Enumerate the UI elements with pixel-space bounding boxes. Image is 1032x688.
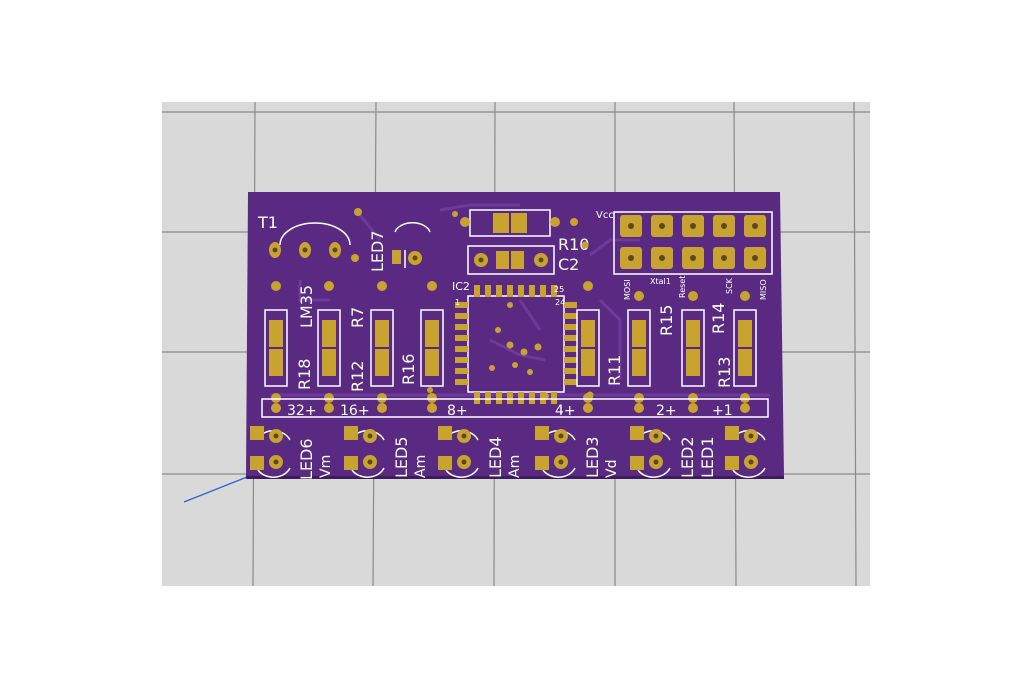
bit-bar-pads: [271, 403, 750, 413]
led5-component: [344, 426, 385, 478]
pcb-board[interactable]: T1 LED7 R10: [246, 192, 784, 480]
miso-label: MISO: [759, 279, 768, 300]
c2-label: C2: [558, 255, 579, 274]
bit-1-label: +1: [712, 403, 733, 419]
r15-label: R15: [657, 305, 676, 336]
sck-label: SCK: [725, 277, 734, 294]
vcc-label: Vcc: [596, 210, 614, 221]
led7-label: LED7: [368, 230, 387, 272]
resistor-r18: [264, 281, 288, 403]
led5-label: LED5: [392, 436, 411, 478]
bit-weight-bar: [261, 398, 769, 418]
r16-label: R16: [399, 354, 418, 385]
bit-8-label: 8+: [447, 403, 468, 419]
led1-component: [725, 426, 766, 478]
r10-label: R10: [558, 235, 589, 254]
led2-label: LED2: [678, 436, 697, 478]
reset-label: Reset: [678, 276, 687, 298]
resistor-r13: [733, 291, 757, 403]
led4-component: [438, 426, 479, 478]
ic2-pin24-label: 24: [555, 298, 565, 307]
ic2-pads-right: [564, 302, 577, 385]
t1-transistor: [269, 222, 351, 258]
ic2-pads-left: [455, 302, 468, 385]
grid-line: [853, 102, 857, 586]
pcb-3d-view: T1 LED7 R10: [162, 102, 870, 586]
lm35-label: LM35: [297, 285, 316, 328]
vd-label: Vd: [604, 460, 620, 478]
led4-label: LED4: [486, 436, 505, 478]
r13-label: R13: [715, 357, 734, 388]
ic2-chip: [427, 241, 594, 404]
resistor-r16: [370, 281, 394, 403]
bottom-leds: [250, 426, 766, 478]
bit-32-label: 32+: [287, 403, 317, 419]
3d-viewport[interactable]: T1 LED7 R10: [162, 102, 870, 586]
bit-4-label: 4+: [555, 403, 576, 419]
c2-capacitor: [467, 245, 555, 275]
resistor-8: [420, 281, 444, 403]
r10-resistor: [452, 209, 578, 237]
led1-label: LED1: [698, 436, 717, 478]
resistor-r12: [317, 281, 341, 403]
led6-component: [250, 426, 291, 478]
led3-label: LED3: [583, 436, 602, 478]
vertical-resistors: [264, 281, 757, 403]
isp-header: [613, 211, 773, 275]
r18-label: R18: [295, 359, 314, 390]
r7-label: R7: [348, 307, 367, 328]
x-axis-line: [183, 476, 248, 503]
am-label-2: Am: [507, 455, 523, 478]
ic2-pin1-label: 1: [455, 298, 460, 307]
ic2-label: IC2: [452, 280, 470, 293]
led3-component: [535, 426, 576, 478]
r11-label: R11: [605, 355, 624, 386]
am-label-1: Am: [413, 455, 429, 478]
t1-label: T1: [257, 213, 278, 232]
mosi-label: MOSI: [623, 279, 632, 300]
bit-2-label: 2+: [656, 403, 677, 419]
ic2-pads-top: [474, 285, 557, 297]
led6-label: LED6: [297, 438, 316, 480]
ic2-pads-bottom: [474, 392, 557, 404]
vm-label: Vm: [318, 455, 334, 478]
bit-16-label: 16+: [340, 403, 370, 419]
r14-label: R14: [709, 303, 728, 334]
led7-component: [351, 208, 431, 268]
resistor-r15: [627, 291, 651, 403]
resistor-r11: [576, 281, 600, 403]
xtal1-label: Xtal1: [650, 277, 671, 286]
resistor-r14: [681, 291, 705, 403]
led2-component: [630, 426, 671, 478]
ic2-pin25-label: 25: [554, 285, 564, 294]
r12-label: R12: [348, 361, 367, 392]
